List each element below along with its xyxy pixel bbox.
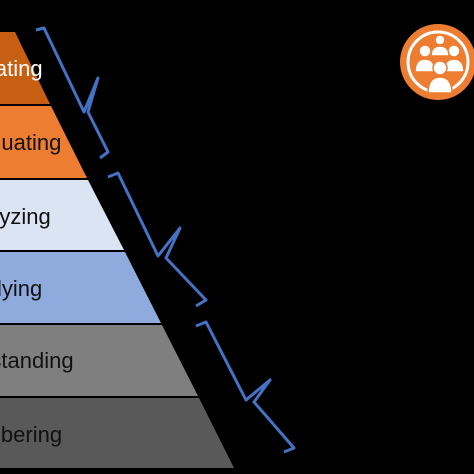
tier-label-applying: Applying: [0, 276, 42, 301]
tier-label-remembering: Remembering: [0, 422, 62, 447]
person-figure-top: [430, 34, 450, 57]
bracket-middle: [107, 171, 208, 308]
tier-remembering: [0, 398, 234, 468]
tier-label-creating: Creating: [0, 56, 43, 81]
tier-evaluating: [0, 106, 87, 178]
tier-label-analyzing: Analyzing: [0, 204, 51, 229]
brackets: [35, 26, 296, 454]
person-figure-front: [427, 60, 453, 94]
tier-label-evaluating: Evaluating: [0, 130, 61, 155]
tier-label-understanding: Understanding: [0, 348, 74, 373]
tier-analyzing: [0, 180, 124, 250]
pyramid: [0, 32, 234, 468]
bracket-bottom: [195, 320, 296, 454]
tier-applying: [0, 252, 161, 323]
tier-labels: Creating Evaluating Analyzing Applying U…: [0, 56, 74, 447]
group-of-people-icon: [400, 24, 474, 100]
bracket-top: [35, 26, 110, 160]
tier-creating: [0, 32, 50, 104]
tier-understanding: [0, 325, 198, 396]
